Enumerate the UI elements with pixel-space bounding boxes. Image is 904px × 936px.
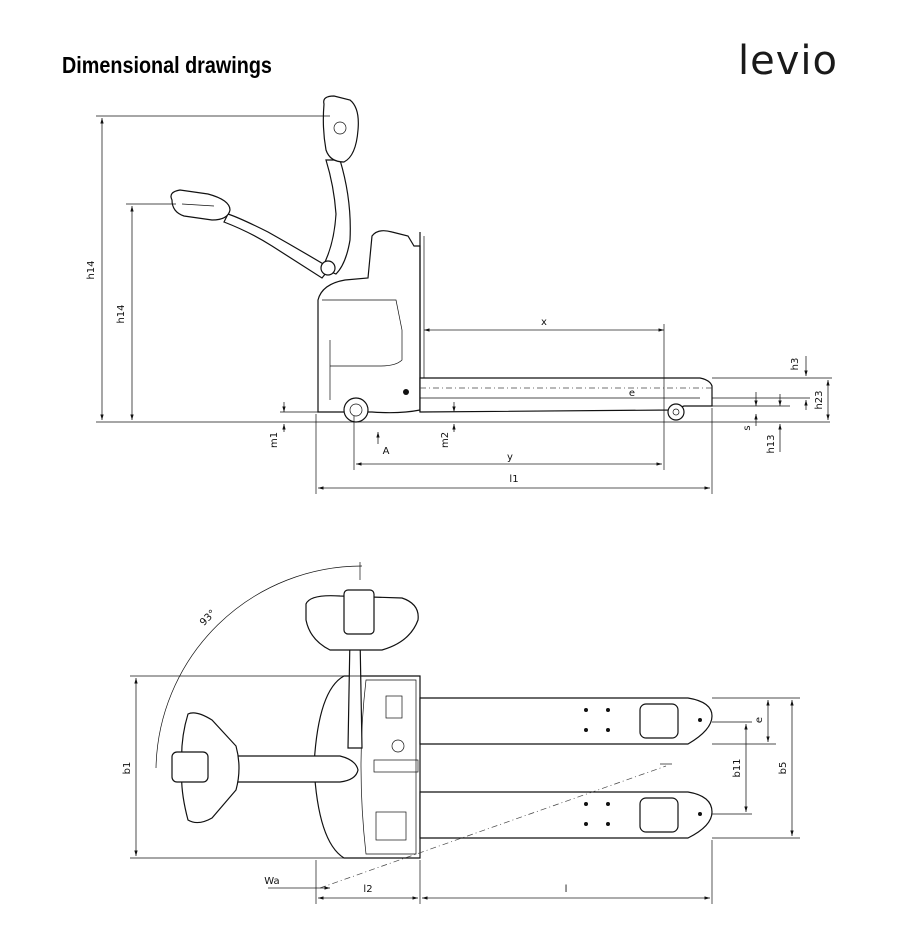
label-wa: Wa [264, 876, 279, 887]
tiller-lowered [223, 213, 331, 279]
label-s: s [742, 425, 753, 430]
label-e-side: e [629, 388, 635, 399]
label-m1: m1 [269, 432, 280, 448]
tiller-upright [321, 159, 351, 275]
drive-wheel [343, 397, 369, 423]
page-title: Dimensional drawings [62, 52, 272, 78]
label-m2: m2 [440, 432, 451, 448]
label-h3: h3 [790, 358, 801, 371]
top-view: 93° [122, 562, 800, 904]
label-h13: h13 [766, 434, 777, 453]
brand-logo: levio [738, 38, 838, 84]
label-l1: l1 [509, 474, 518, 485]
label-e-top: e [754, 717, 765, 723]
label-l2: l2 [363, 884, 372, 895]
label-y: y [507, 452, 513, 463]
fork-side [419, 377, 713, 413]
label-x: x [541, 317, 547, 328]
label-b11: b11 [732, 758, 743, 777]
side-view-truck [170, 95, 713, 423]
label-l: l [565, 884, 568, 895]
fork-top-lower [419, 791, 713, 839]
wa-guide-line [319, 765, 667, 889]
label-b5: b5 [778, 762, 789, 775]
tiller-left-top [219, 755, 359, 783]
label-h14-outer: h14 [86, 260, 97, 279]
turning-arc [155, 565, 363, 769]
tiller-up-top [347, 635, 363, 749]
label-h14-inner: h14 [116, 304, 127, 323]
label-a: A [383, 446, 390, 457]
label-angle: 93° [198, 608, 218, 628]
label-h23: h23 [814, 390, 825, 409]
label-b1: b1 [122, 762, 133, 775]
side-view: h14 h14 x h3 h23 e m1 [86, 95, 832, 494]
load-wheel [667, 403, 685, 421]
fork-top-upper [419, 697, 713, 745]
